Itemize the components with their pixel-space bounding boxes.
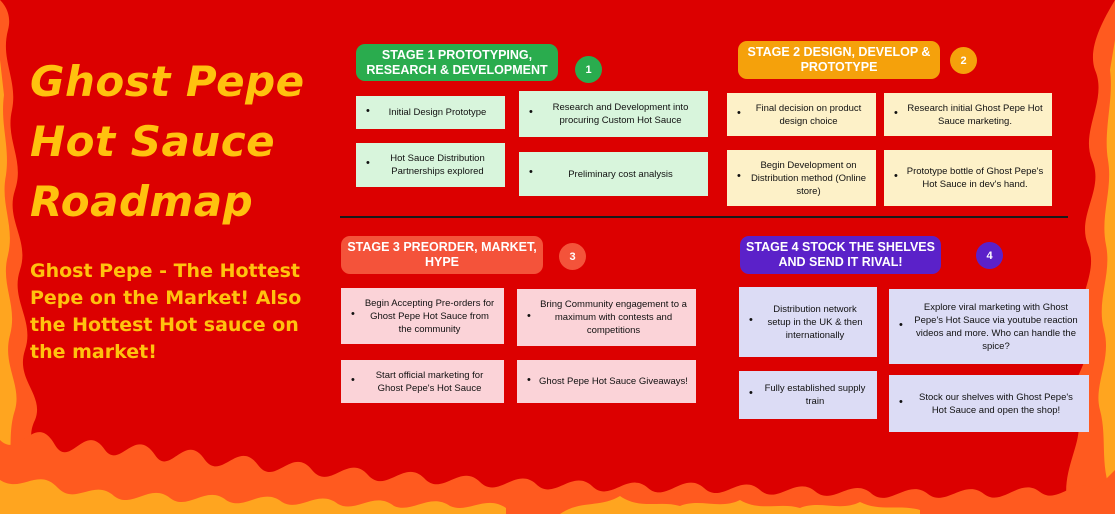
tagline: Ghost Pepe - The Hottest Pepe on the Mar… xyxy=(30,260,302,363)
stage-2-item-2: Research initial Ghost Pepe Hot Sauce ma… xyxy=(884,93,1052,136)
stage-4-item-2: Explore viral marketing with Ghost Pepe'… xyxy=(889,289,1089,364)
stage-2-header: STAGE 2 DESIGN, DEVELOP & PROTOTYPE xyxy=(738,41,940,79)
stage-3-item-2: Bring Community engagement to a maximum … xyxy=(517,289,696,346)
stage-1-item-3: Hot Sauce Distribution Partnerships expl… xyxy=(356,143,505,187)
stage-2-number-badge: 2 xyxy=(950,47,977,74)
stage-2-item-4: Prototype bottle of Ghost Pepe's Hot Sau… xyxy=(884,150,1052,206)
title-line-3: Roadmap xyxy=(30,177,254,226)
stage-3-item-3: Start official marketing for Ghost Pepe'… xyxy=(341,360,504,403)
stage-2-item-3: Begin Development on Distribution method… xyxy=(727,150,876,206)
stage-1-item-4: Preliminary cost analysis xyxy=(519,152,708,196)
stage-4-item-3: Fully established supply train xyxy=(739,371,877,419)
stage-3-number-badge: 3 xyxy=(559,243,586,270)
stage-3-header: STAGE 3 PREORDER, MARKET, HYPE xyxy=(341,236,543,274)
stage-4-item-1: Distribution network setup in the UK & t… xyxy=(739,287,877,357)
stage-3-item-4: Ghost Pepe Hot Sauce Giveaways! xyxy=(517,360,696,403)
stage-3-item-1: Begin Accepting Pre-orders for Ghost Pep… xyxy=(341,288,504,344)
stage-4-number-badge: 4 xyxy=(976,242,1003,269)
stage-1-item-2: Research and Development into procuring … xyxy=(519,91,708,137)
stage-divider xyxy=(340,216,1068,218)
title-line-2: Hot Sauce xyxy=(30,117,276,166)
stage-2-item-1: Final decision on product design choice xyxy=(727,93,876,136)
stage-4-header: STAGE 4 STOCK THE SHELVES AND SEND IT RI… xyxy=(740,236,941,274)
stage-1-header: STAGE 1 PROTOTYPING, RESEARCH & DEVELOPM… xyxy=(356,44,558,81)
title-line-1: Ghost Pepe xyxy=(30,57,305,106)
stage-1-item-1: Initial Design Prototype xyxy=(356,96,505,129)
page-title: Ghost Pepe Hot Sauce Roadmap xyxy=(30,52,360,232)
stage-1-number-badge: 1 xyxy=(575,56,602,83)
stage-4-item-4: Stock our shelves with Ghost Pepe's Hot … xyxy=(889,375,1089,432)
